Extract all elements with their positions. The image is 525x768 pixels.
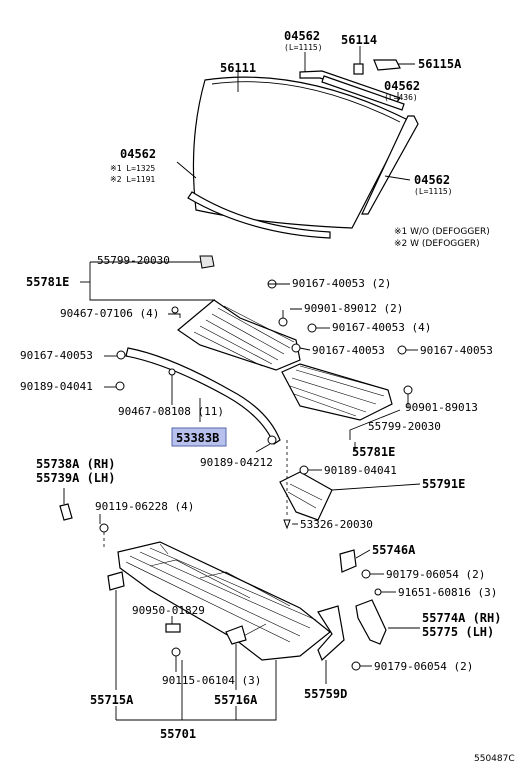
label-55701: 55701	[160, 727, 196, 741]
label-04562-left-length-1: ※1 L=1325	[110, 164, 155, 173]
fastener-91651-60816[interactable]	[374, 588, 382, 596]
bracket-55738A[interactable]	[59, 503, 73, 521]
label-56115A: 56115A	[418, 57, 462, 71]
label-55746A: 55746A	[372, 543, 416, 557]
label-04562-left: 04562	[120, 147, 156, 161]
cowl-louver-right[interactable]	[281, 363, 393, 421]
label-55739A-LH: 55739A (LH)	[36, 471, 115, 485]
windshield-molding-right-mid[interactable]	[321, 75, 405, 111]
windshield-molding-lower[interactable]	[187, 191, 331, 239]
note-defogger-1: ※1 W/O (DEFOGGER)	[394, 227, 490, 237]
fastener-90179-06054-top[interactable]	[361, 569, 371, 579]
pad-90950-01829[interactable]	[165, 623, 181, 633]
fastener-90167-40053-mid[interactable]	[291, 343, 301, 353]
windshield-glass[interactable]	[192, 76, 409, 229]
label-04562-right-mid-length: (L=436)	[384, 93, 418, 102]
windshield-molding-right[interactable]	[361, 115, 419, 215]
label-55715A: 55715A	[90, 693, 134, 707]
clip-56114[interactable]	[353, 63, 364, 75]
label-90467-07106: 90467-07106 (4)	[60, 307, 159, 320]
fastener-53326-20030[interactable]	[283, 519, 291, 530]
label-90901-89012: 90901-89012 (2)	[304, 302, 403, 315]
label-04562-right: 04562	[414, 173, 450, 187]
fastener-90167-40053-4[interactable]	[307, 323, 317, 333]
cowl-panel-55701[interactable]	[117, 541, 331, 661]
bracket-55759D[interactable]	[317, 605, 345, 662]
bracket-55791E[interactable]	[279, 471, 333, 521]
fastener-90467-07106[interactable]	[171, 306, 179, 314]
label-53383B: 53383B	[176, 431, 219, 445]
clip-55799-top[interactable]	[199, 255, 215, 269]
label-90467-08108: 90467-08108 (11)	[118, 405, 224, 418]
label-55781E-left: 55781E	[26, 275, 69, 289]
label-55799-20030-top: 55799-20030	[97, 254, 170, 267]
fastener-90189-04041-left[interactable]	[115, 381, 125, 391]
fastener-90189-04212[interactable]	[267, 435, 277, 445]
label-55738A-RH: 55738A (RH)	[36, 457, 115, 471]
label-90115-06104: 90115-06104 (3)	[162, 674, 261, 687]
label-53326-20030: 53326-20030	[300, 518, 373, 531]
label-55781E-right: 55781E	[352, 445, 395, 459]
fastener-90901-89012[interactable]	[278, 317, 288, 327]
label-90189-04041-left: 90189-04041	[20, 380, 93, 393]
label-90179-06054-bot: 90179-06054 (2)	[374, 660, 473, 673]
bracket-55746A[interactable]	[339, 549, 357, 573]
label-90189-04212: 90189-04212	[200, 456, 273, 469]
bracket-55715A[interactable]	[107, 571, 125, 591]
label-56111: 56111	[220, 61, 256, 75]
label-90167-40053-mid: 90167-40053	[312, 344, 385, 357]
label-04562-right-mid: 04562	[384, 79, 420, 93]
cowl-louver-left[interactable]	[177, 299, 301, 371]
label-90901-89013: 90901-89013	[405, 401, 478, 414]
label-04562-top: 04562	[284, 29, 320, 43]
label-04562-left-length-2: ※2 L=1191	[110, 175, 155, 184]
label-90189-04041-right: 90189-04041	[324, 464, 397, 477]
label-91651-60816: 91651-60816 (3)	[398, 586, 497, 599]
reference-code: 550487C	[474, 754, 515, 764]
label-55716A: 55716A	[214, 693, 258, 707]
highlight-53383B	[171, 427, 227, 447]
label-90167-40053-4: 90167-40053 (4)	[332, 321, 431, 334]
note-defogger-2: ※2 W (DEFOGGER)	[394, 239, 480, 249]
fastener-90167-40053-left[interactable]	[116, 350, 126, 360]
label-55774A-RH: 55774A (RH)	[422, 611, 501, 625]
label-90167-40053-right: 90167-40053	[420, 344, 493, 357]
fastener-90119-06228[interactable]	[99, 523, 109, 533]
label-55791E: 55791E	[422, 477, 465, 491]
fastener-90189-04041-right[interactable]	[299, 465, 309, 475]
label-90119-06228: 90119-06228 (4)	[95, 500, 194, 513]
label-90950-01829: 90950-01829	[132, 604, 205, 617]
fastener-90167-40053-right[interactable]	[397, 345, 407, 355]
label-55799-20030-right: 55799-20030	[368, 420, 441, 433]
bracket-55716A[interactable]	[225, 625, 247, 645]
label-04562-right-length: (L=1115)	[414, 187, 453, 196]
label-55775-LH: 55775 (LH)	[422, 625, 494, 639]
fastener-90901-89013[interactable]	[403, 385, 413, 395]
label-04562-top-length: (L=1115)	[284, 43, 323, 52]
label-56114: 56114	[341, 33, 377, 47]
label-90167-40053-2: 90167-40053 (2)	[292, 277, 391, 290]
label-90179-06054-top: 90179-06054 (2)	[386, 568, 485, 581]
fastener-90179-06054-bot[interactable]	[351, 661, 361, 671]
label-90167-40053-left: 90167-40053	[20, 349, 93, 362]
fastener-90467-08108[interactable]	[168, 368, 176, 376]
clip-56115A[interactable]	[373, 59, 401, 71]
fastener-90115-06104[interactable]	[171, 647, 181, 657]
bracket-55774A[interactable]	[355, 599, 387, 645]
label-55759D: 55759D	[304, 687, 347, 701]
